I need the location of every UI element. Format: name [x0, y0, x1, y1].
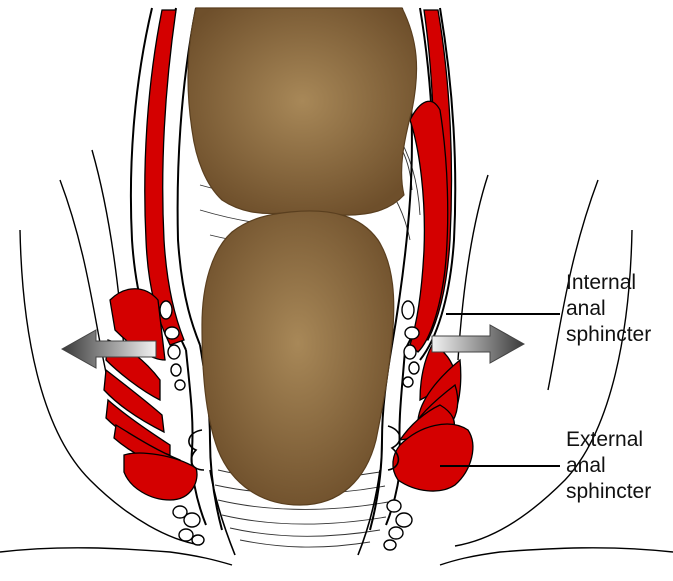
external-sphincter-left [104, 289, 197, 500]
stool-mass-lower [202, 211, 394, 505]
external-label-line1: External [566, 427, 651, 453]
stool-mass-upper [188, 8, 417, 215]
internal-label-line3: sphincter [566, 322, 651, 348]
external-label-line3: sphincter [566, 479, 651, 505]
internal-sphincter-label: Internal anal sphincter [566, 270, 651, 348]
internal-label-line2: anal [566, 296, 651, 322]
external-label-line2: anal [566, 453, 651, 479]
internal-label-line1: Internal [566, 270, 651, 296]
external-sphincter-label: External anal sphincter [566, 427, 651, 505]
external-sphincter-right [393, 345, 473, 491]
